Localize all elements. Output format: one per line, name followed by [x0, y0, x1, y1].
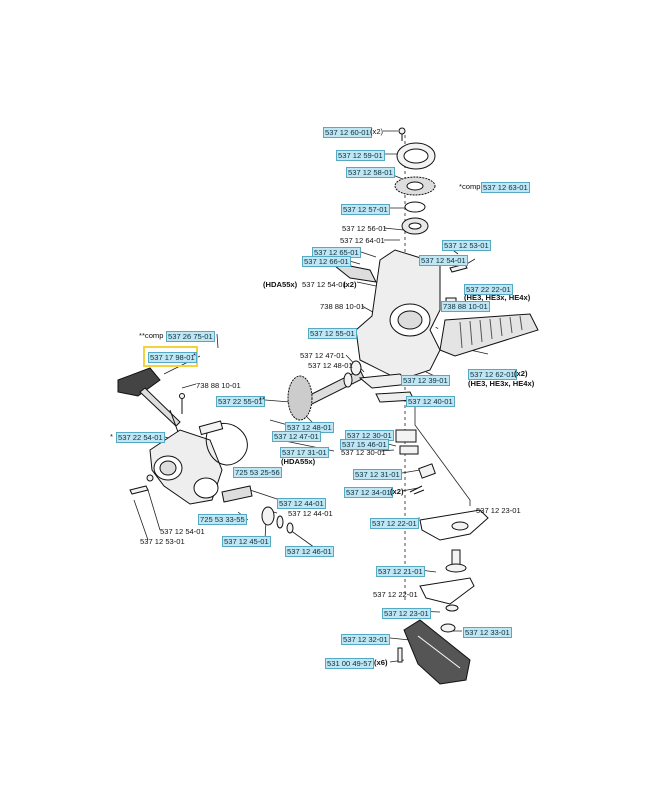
- left-gear-group: [117, 367, 294, 534]
- part-label-537-12-22-01[interactable]: 537 12 22-01: [370, 518, 419, 529]
- part-label-738-88-10-01-b[interactable]: 738 88 10-01: [441, 301, 490, 312]
- mark: **: [259, 395, 265, 404]
- qty-label: (x2): [390, 487, 404, 496]
- lower-blade-group: [395, 429, 489, 685]
- qty-label: (x2): [343, 280, 357, 289]
- bracket: [329, 261, 377, 283]
- highlight-box: [143, 346, 198, 367]
- part-label-537-12-44-01-b: 537 12 44-01: [288, 509, 333, 518]
- qty-label: (x2): [370, 127, 384, 136]
- part-label-537-12-48-01: 537 12 48-01: [308, 361, 353, 370]
- small-bearing: [261, 506, 275, 526]
- part-label-537-12-64-01: 537 12 64-01: [340, 236, 385, 245]
- clip: [395, 429, 417, 443]
- part-label-537-12-54-01-c: 537 12 54-01: [160, 527, 205, 536]
- part-label-537-15-46-01[interactable]: 537 15 46-01: [340, 439, 389, 450]
- part-label-537-12-30-01-b: 537 12 30-01: [341, 448, 386, 457]
- part-label-537-12-60-01[interactable]: 537 12 60-01: [323, 127, 372, 138]
- upper-gear-housing-group: [287, 127, 539, 421]
- small-plate: [418, 463, 436, 479]
- part-label-537-12-53-01[interactable]: 537 12 53-01: [442, 240, 491, 251]
- part-label-537-12-54-01-b: 537 12 54-01: [302, 280, 347, 289]
- part-label-537-26-75-01[interactable]: 537 26 75-01: [166, 331, 215, 342]
- qty-label: (x2): [514, 369, 528, 378]
- part-label-537-12-40-01[interactable]: 537 12 40-01: [406, 396, 455, 407]
- part-label-531-00-49-57[interactable]: 531 00 49-57: [325, 658, 374, 669]
- part-label-537-17-31-01[interactable]: 537 17 31-01: [280, 447, 329, 458]
- part-label-537-12-45-01[interactable]: 537 12 45-01: [222, 536, 271, 547]
- part-label-537-22-54-01[interactable]: 537 22 54-01: [116, 432, 165, 443]
- part-label-537-12-31-01[interactable]: 537 12 31-01: [353, 469, 402, 480]
- handle-grip: [439, 313, 539, 357]
- part-label-537-12-63-01[interactable]: 537 12 63-01: [481, 182, 530, 193]
- part-label-725-53-25-56[interactable]: 725 53 25-56: [233, 467, 282, 478]
- part-label-537-12-23-01: 537 12 23-01: [476, 506, 521, 515]
- part-label-537-12-66-01[interactable]: 537 12 66-01: [302, 256, 351, 267]
- part-label-537-12-33-01[interactable]: 537 12 33-01: [463, 627, 512, 638]
- part-label-537-17-98-01[interactable]: 537 17 98-01: [148, 352, 197, 363]
- part-label-537-12-53-01-b: 537 12 53-01: [140, 537, 185, 546]
- model-note: (HE3, HE3x, HE4x): [464, 293, 531, 302]
- part-label-738-88-10-01: 738 88 10-01: [320, 302, 365, 311]
- clamp-ring: [205, 423, 248, 466]
- part-label-537-12-46-01[interactable]: 537 12 46-01: [285, 546, 334, 557]
- washer: [404, 201, 426, 213]
- part-label-725-53-33-55[interactable]: 725 53 33-55: [198, 514, 247, 525]
- qty-label: (x6): [374, 658, 388, 667]
- screw-head: [398, 127, 406, 135]
- part-label-537-12-57-01[interactable]: 537 12 57-01: [341, 204, 390, 215]
- locking-knob: [117, 367, 161, 397]
- model-note: (HE3, HE3x, HE4x): [468, 379, 535, 388]
- mark: *: [110, 432, 113, 441]
- part-label-537-22-22-01[interactable]: 537 22 22-01: [464, 284, 513, 295]
- comp-prefix: **comp: [139, 331, 164, 340]
- part-label-537-22-55-01[interactable]: 537 22 55-01: [216, 396, 265, 407]
- part-label-537-12-34-01[interactable]: 537 12 34-01: [344, 487, 393, 498]
- part-label-537-12-58-01[interactable]: 537 12 58-01: [346, 167, 395, 178]
- mark: *: [193, 351, 196, 360]
- blade-guard: [403, 619, 471, 685]
- part-label-537-12-54-01[interactable]: 537 12 54-01: [419, 255, 468, 266]
- part-label-537-12-39-01[interactable]: 537 12 39-01: [401, 375, 450, 386]
- part-label-537-12-56-01: 537 12 56-01: [342, 224, 387, 233]
- comp-prefix: *comp: [459, 182, 481, 191]
- blade-lower: [419, 577, 475, 605]
- part-label-537-12-44-01[interactable]: 537 12 44-01: [277, 498, 326, 509]
- spacer: [198, 420, 224, 436]
- part-label-537-12-32-01[interactable]: 537 12 32-01: [341, 634, 390, 645]
- part-label-537-12-22-01-b: 537 12 22-01: [373, 590, 418, 599]
- part-label-537-12-47-01: 537 12 47-01: [300, 351, 345, 360]
- part-label-537-12-47-01-b[interactable]: 537 12 47-01: [272, 431, 321, 442]
- screw: [397, 647, 403, 663]
- part-label-738-88-10-01-c: 738 88 10-01: [196, 381, 241, 390]
- hda-note: (HDA55x): [263, 280, 298, 289]
- part-label-537-12-59-01[interactable]: 537 12 59-01: [336, 150, 385, 161]
- part-label-537-12-55-01[interactable]: 537 12 55-01: [308, 328, 357, 339]
- part-label-537-12-62-01[interactable]: 537 12 62-01: [468, 369, 517, 380]
- hda-note: (HDA55x): [281, 457, 316, 466]
- part-label-537-12-21-01[interactable]: 537 12 21-01: [376, 566, 425, 577]
- part-label-537-12-23-01-b[interactable]: 537 12 23-01: [382, 608, 431, 619]
- large-bevel-gear: [287, 375, 313, 421]
